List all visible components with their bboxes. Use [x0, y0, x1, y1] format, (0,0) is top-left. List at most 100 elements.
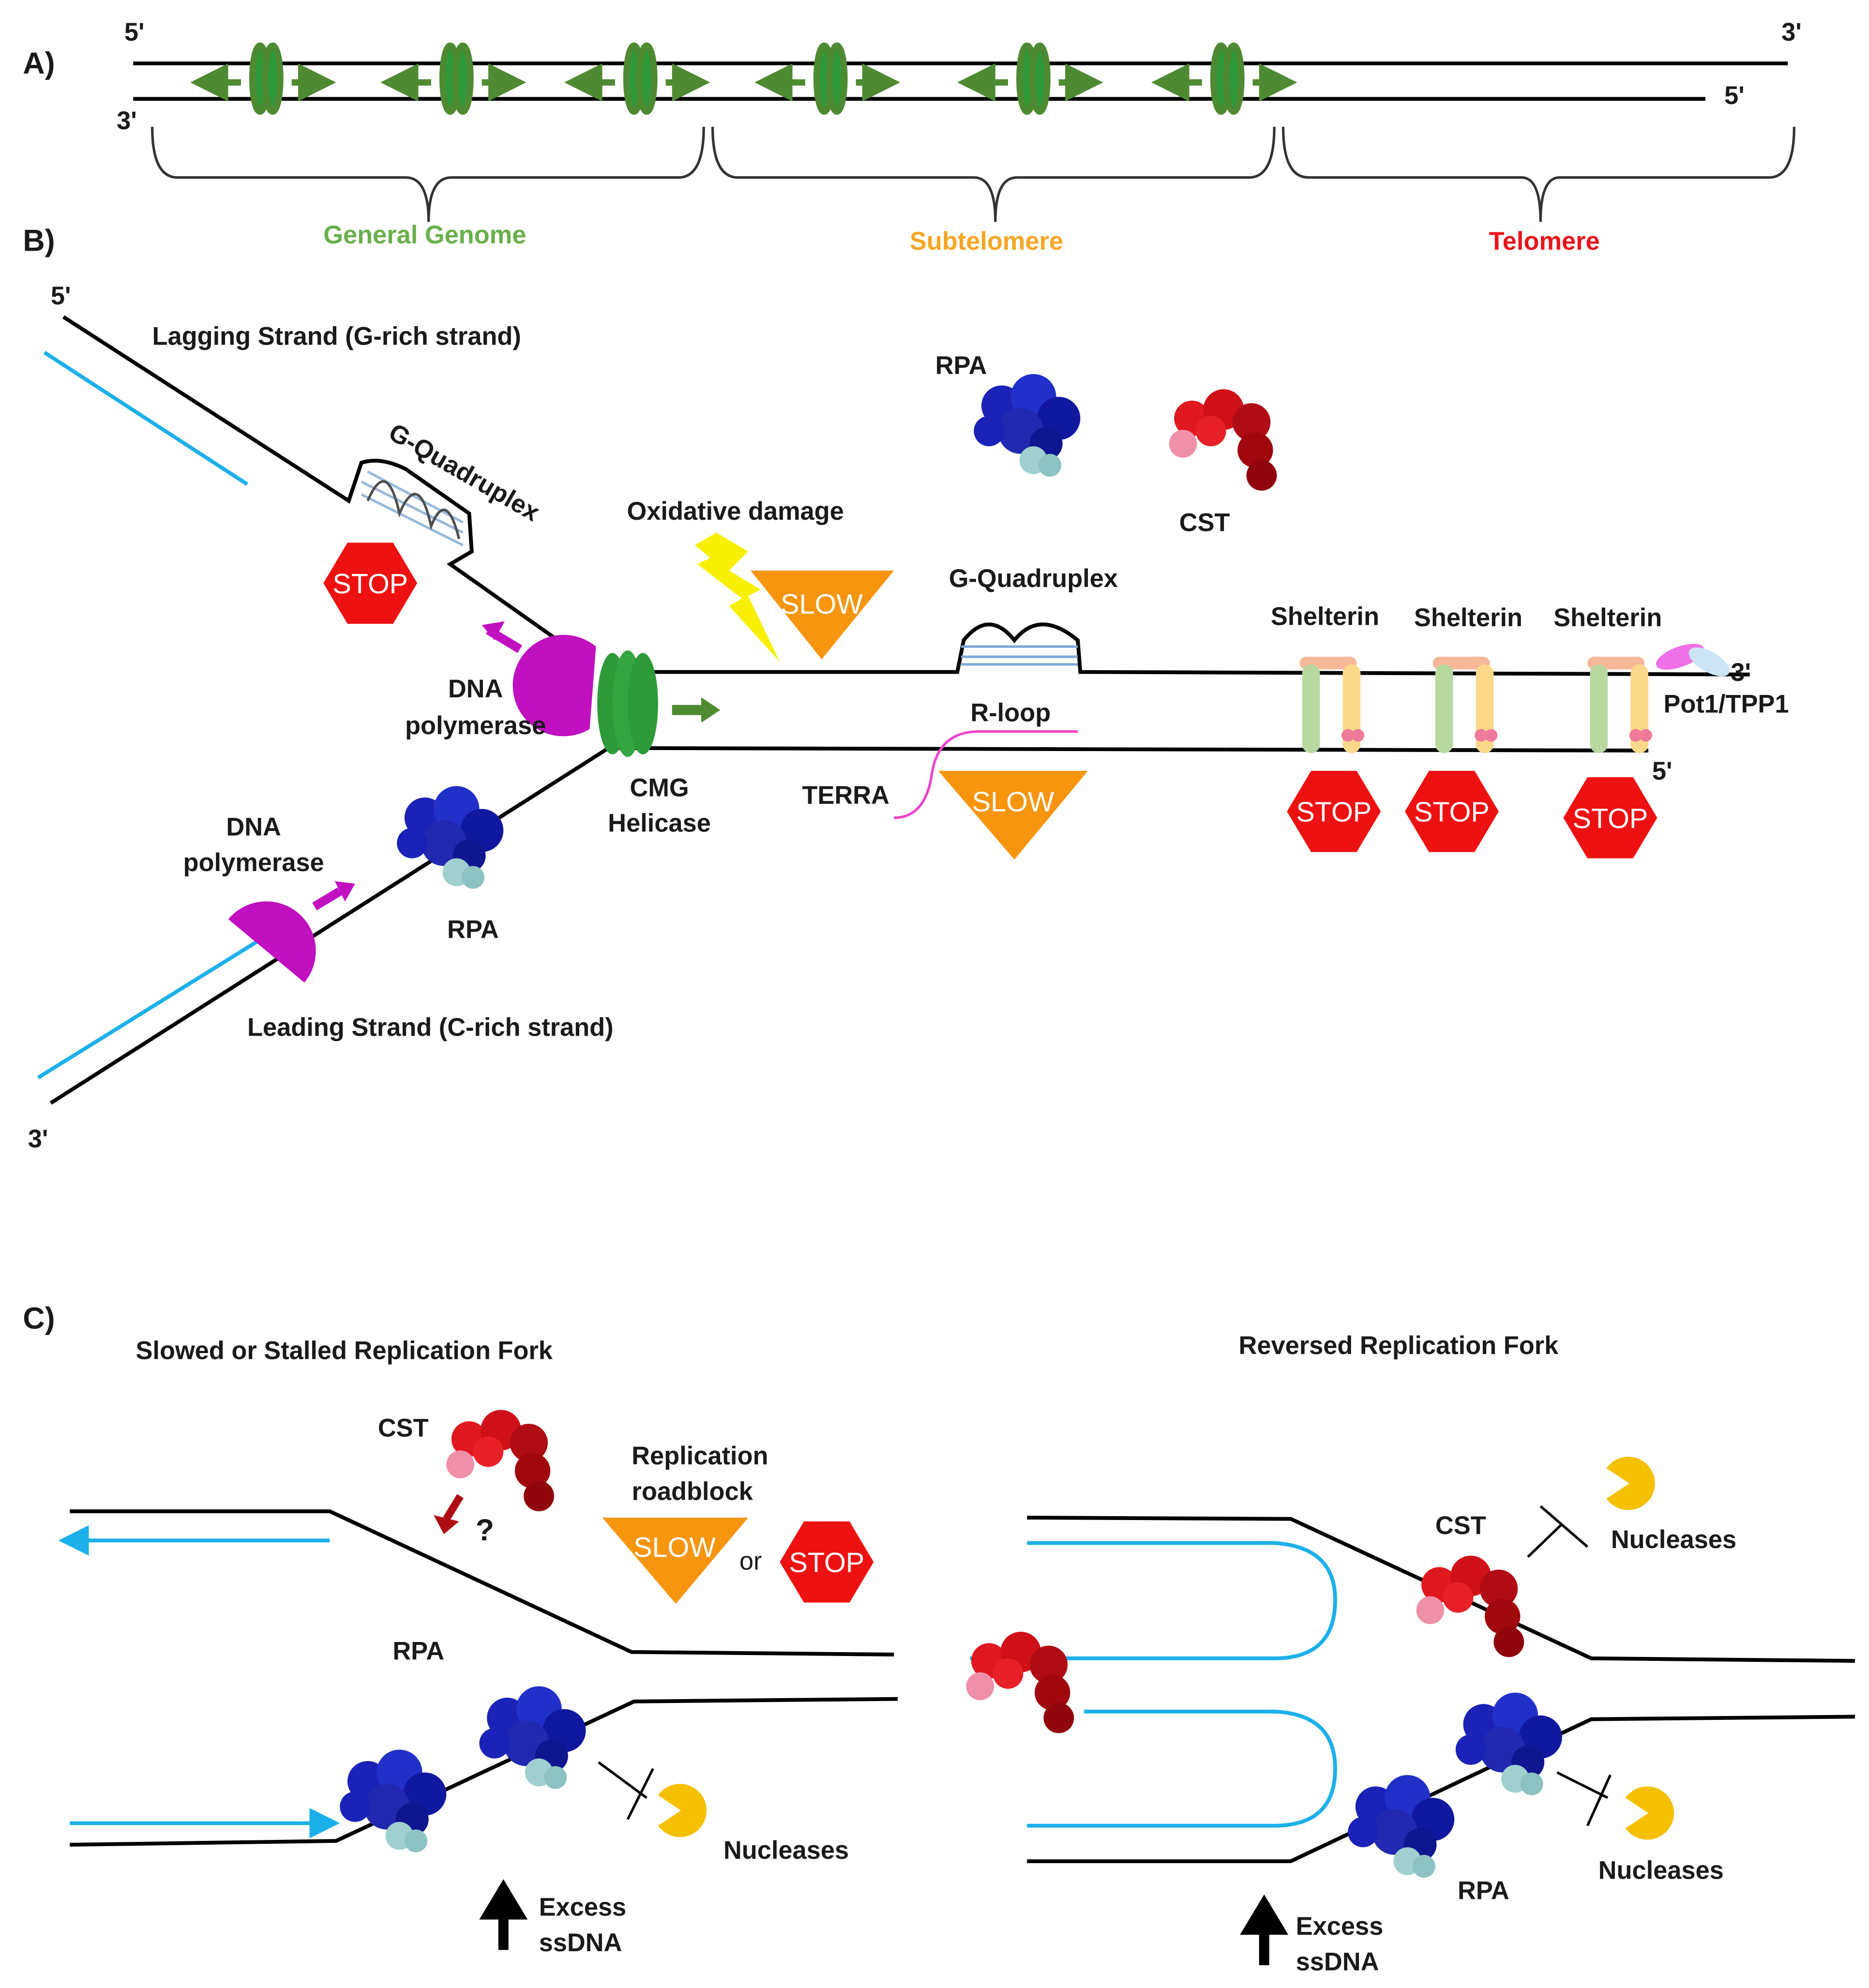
excess-ssdna-label: ssDNA	[1296, 1948, 1379, 1976]
inhibition-symbol	[598, 1761, 654, 1820]
slow-sign: SLOW	[602, 1518, 748, 1604]
end-label: 3'	[117, 107, 137, 135]
region-telomere: Telomere	[1489, 227, 1600, 256]
nuclease-icon	[1606, 1457, 1655, 1510]
up-arrow-icon	[479, 1879, 528, 1950]
panel-b-label: B)	[23, 224, 55, 258]
dna-polymerase-label: DNA	[226, 813, 281, 842]
cst-label: CST	[1179, 509, 1230, 537]
nucleases-label: Nucleases	[1611, 1526, 1736, 1554]
dna-polymerase-label: polymerase	[405, 712, 546, 740]
svg-text:SLOW: SLOW	[781, 589, 863, 620]
slow-sign: SLOW	[938, 770, 1088, 860]
roadblock-label: Replication	[632, 1442, 768, 1470]
rpa-protein	[479, 1686, 586, 1789]
rpa-protein	[340, 1749, 447, 1852]
svg-text:STOP: STOP	[1572, 803, 1648, 834]
dna-polymerase-lower	[228, 901, 316, 983]
end-label: 3'	[28, 1125, 48, 1153]
rpa-label: RPA	[1458, 1877, 1509, 1905]
cst-protein	[446, 1410, 555, 1511]
pot1-tpp1-label: Pot1/TPP1	[1663, 690, 1789, 718]
tpp1-protein	[1688, 647, 1730, 677]
svg-text:STOP: STOP	[1414, 797, 1490, 828]
oxidative-damage-label: Oxidative damage	[627, 497, 844, 526]
end-label: 3'	[1731, 659, 1751, 687]
cst-protein	[1169, 389, 1277, 491]
replication-origins	[190, 45, 1297, 111]
inhibition-symbol	[1527, 1505, 1588, 1558]
reversed-nascent-loop	[970, 1541, 1337, 1660]
leading-nascent-strand	[37, 930, 274, 1080]
stop-sign: STOP	[323, 542, 418, 624]
end-label: 5'	[51, 282, 71, 310]
svg-text:STOP: STOP	[1296, 797, 1372, 828]
stalled-fork-title: Slowed or Stalled Replication Fork	[136, 1337, 553, 1365]
rpa-protein	[1455, 1692, 1562, 1795]
inhibition-symbol	[1556, 1771, 1612, 1826]
excess-ssdna-label: ssDNA	[539, 1929, 622, 1957]
nucleases-label: Nucleases	[723, 1837, 849, 1865]
excess-ssdna-label: Excess	[539, 1894, 627, 1922]
slow-sign: SLOW	[751, 570, 894, 660]
dna-polymerase-label: DNA	[448, 675, 503, 703]
rpa-label: RPA	[447, 916, 499, 944]
end-label: 5'	[124, 18, 145, 46]
panel-a-label: A)	[23, 46, 55, 80]
nuclease-icon	[658, 1784, 707, 1837]
terra-label: TERRA	[802, 782, 889, 810]
rpa-label: RPA	[935, 352, 987, 380]
dna-polymerase-label: polymerase	[183, 849, 324, 877]
stop-sign: STOP	[1404, 770, 1499, 852]
up-arrow-icon	[1240, 1894, 1289, 1965]
end-label: 5'	[1652, 757, 1673, 785]
svg-text:STOP: STOP	[332, 569, 408, 600]
end-label: 3'	[1781, 18, 1802, 46]
stalled-top-strand	[70, 1509, 894, 1657]
lightning-icon	[694, 532, 780, 662]
telomere-top-strand	[653, 622, 1750, 677]
nuclease-icon	[1625, 1786, 1674, 1840]
shelterin-label: Shelterin	[1271, 603, 1379, 631]
stalled-bottom-strand	[70, 1697, 898, 1847]
g-quadruplex-label: G-Quadruplex	[949, 565, 1118, 593]
cmg-helicase-label: CMG	[630, 774, 689, 802]
lagging-parental-strand	[62, 315, 559, 642]
svg-text:STOP: STOP	[789, 1548, 864, 1579]
stop-sign: STOP	[1563, 777, 1658, 858]
region-general-genome: General Genome	[323, 221, 526, 249]
red-arrow-icon	[443, 1494, 464, 1521]
excess-ssdna-label: Excess	[1296, 1913, 1384, 1941]
shelterin-complexes	[1299, 657, 1652, 753]
svg-text:SLOW: SLOW	[972, 787, 1055, 818]
stop-sign: STOP	[1287, 770, 1381, 852]
cmg-helicase	[597, 650, 658, 757]
panel-c-label: C)	[23, 1302, 55, 1336]
roadblock-label: roadblock	[632, 1477, 753, 1506]
g-quadruplex-lagging	[361, 470, 464, 546]
reversed-bottom-strand	[1027, 1715, 1855, 1863]
cmg-helicase-label: Helicase	[608, 810, 711, 838]
lagging-strand-label: Lagging Strand (G-rich strand)	[152, 323, 521, 351]
question-mark: ?	[476, 1513, 494, 1547]
cst-label: CST	[378, 1414, 429, 1442]
svg-text:SLOW: SLOW	[633, 1532, 716, 1563]
leading-strand-label: Leading Strand (C-rich strand)	[247, 1013, 614, 1041]
reversed-nascent-loop	[1027, 1709, 1337, 1828]
rpa-label: RPA	[392, 1637, 444, 1665]
polymerase-arrow	[312, 887, 342, 911]
cst-protein	[966, 1631, 1074, 1733]
shelterin-label: Shelterin	[1414, 604, 1522, 632]
reversed-fork-title: Reversed Replication Fork	[1239, 1332, 1559, 1360]
lagging-nascent-strand	[43, 351, 249, 486]
stop-sign: STOP	[780, 1521, 874, 1603]
terra-rna	[894, 730, 1078, 819]
region-subtelomere: Subtelomere	[910, 227, 1063, 256]
r-loop-label: R-loop	[970, 699, 1051, 727]
cst-label: CST	[1435, 1512, 1486, 1540]
or-label: or	[739, 1547, 762, 1575]
cst-protein	[1416, 1555, 1524, 1657]
region-brackets	[151, 126, 1795, 222]
g-quadruplex-telomere	[961, 645, 1078, 666]
